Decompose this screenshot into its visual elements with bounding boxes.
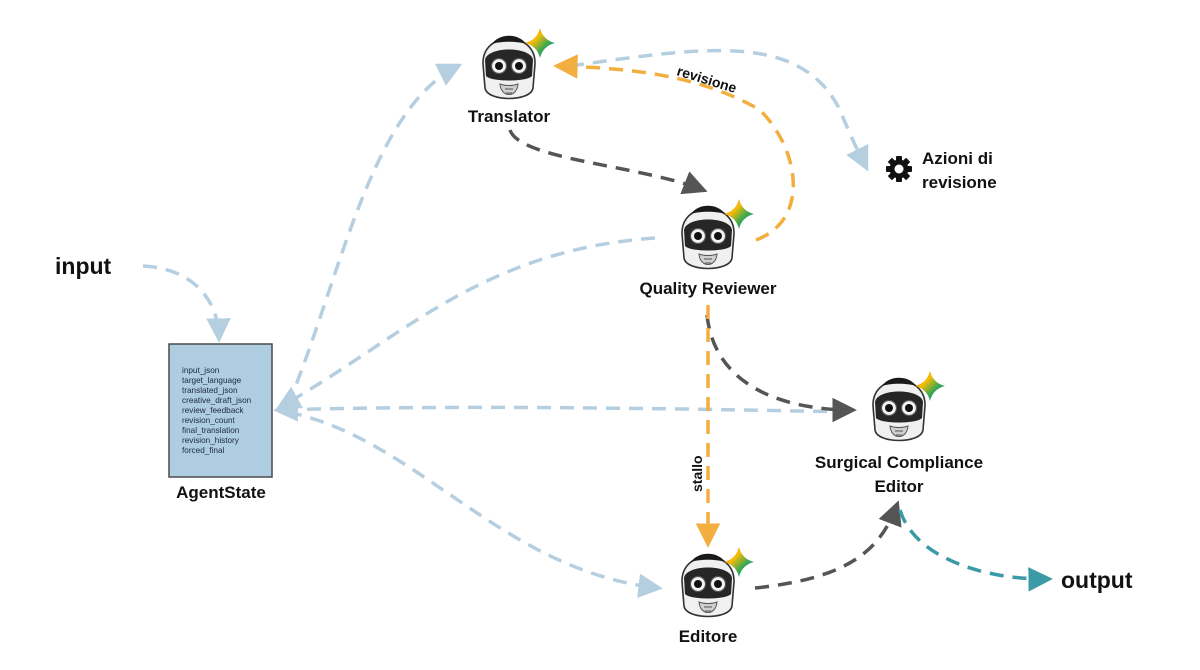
edge-editore-to-surgical: [754, 500, 902, 590]
quality-reviewer-node[interactable]: Quality Reviewer: [639, 199, 777, 298]
state-field: revision_count: [182, 416, 236, 425]
robot-head-icon: [872, 376, 926, 442]
revision-actions-label-line2: revisione: [922, 173, 997, 192]
edge-state-to-translator: [286, 63, 463, 406]
gear-icon: [886, 156, 912, 182]
state-field: final_translation: [182, 426, 240, 435]
state-field: forced_final: [182, 446, 225, 455]
state-field: translated_json: [182, 386, 238, 395]
edge-input-to-state: [142, 264, 231, 343]
edge-state-to-editore: [287, 410, 663, 598]
revision-actions-label-line1: Azioni di: [922, 149, 993, 168]
edge-surgical-to-output: [898, 509, 1053, 592]
agent-state-fields: input_json target_language translated_js…: [182, 366, 252, 455]
state-field: creative_draft_json: [182, 396, 252, 405]
edge-label-stall: stallo: [689, 455, 705, 492]
output-label: output: [1061, 567, 1133, 593]
editore-node[interactable]: Editore: [679, 547, 754, 646]
state-field: review_feedback: [182, 406, 244, 415]
translator-node[interactable]: Translator: [468, 28, 555, 126]
state-field: target_language: [182, 376, 242, 385]
edge-translator-to-reviewer: [508, 129, 708, 195]
editore-label: Editore: [679, 627, 738, 646]
edge-label-revision: revisione: [675, 63, 739, 96]
agent-state-node[interactable]: input_json target_language translated_js…: [168, 343, 273, 502]
robot-head-icon: [681, 204, 735, 270]
input-label: input: [55, 253, 112, 279]
quality-reviewer-label: Quality Reviewer: [639, 279, 776, 298]
surgical-editor-label-line1: Surgical Compliance: [815, 453, 983, 472]
revision-actions-node[interactable]: Azioni di revisione: [886, 149, 997, 192]
surgical-editor-node[interactable]: Surgical Compliance Editor: [815, 371, 983, 496]
edge-reviewer-to-state: [275, 236, 656, 410]
agent-state-box: [168, 343, 273, 478]
translator-label: Translator: [468, 107, 551, 126]
edges: [142, 48, 1053, 598]
edge-revision-loop: [553, 54, 795, 242]
edge-surgical-to-state: [273, 397, 851, 422]
agent-state-title: AgentState: [176, 483, 266, 502]
robot-head-icon: [681, 552, 735, 618]
robot-head-icon: [482, 34, 536, 100]
state-field: input_json: [182, 366, 220, 375]
edge-translator-to-actions: [569, 48, 869, 172]
edge-reviewer-to-surgical: [705, 314, 857, 423]
state-field: revision_history: [182, 436, 240, 445]
surgical-editor-label-line2: Editor: [874, 477, 923, 496]
